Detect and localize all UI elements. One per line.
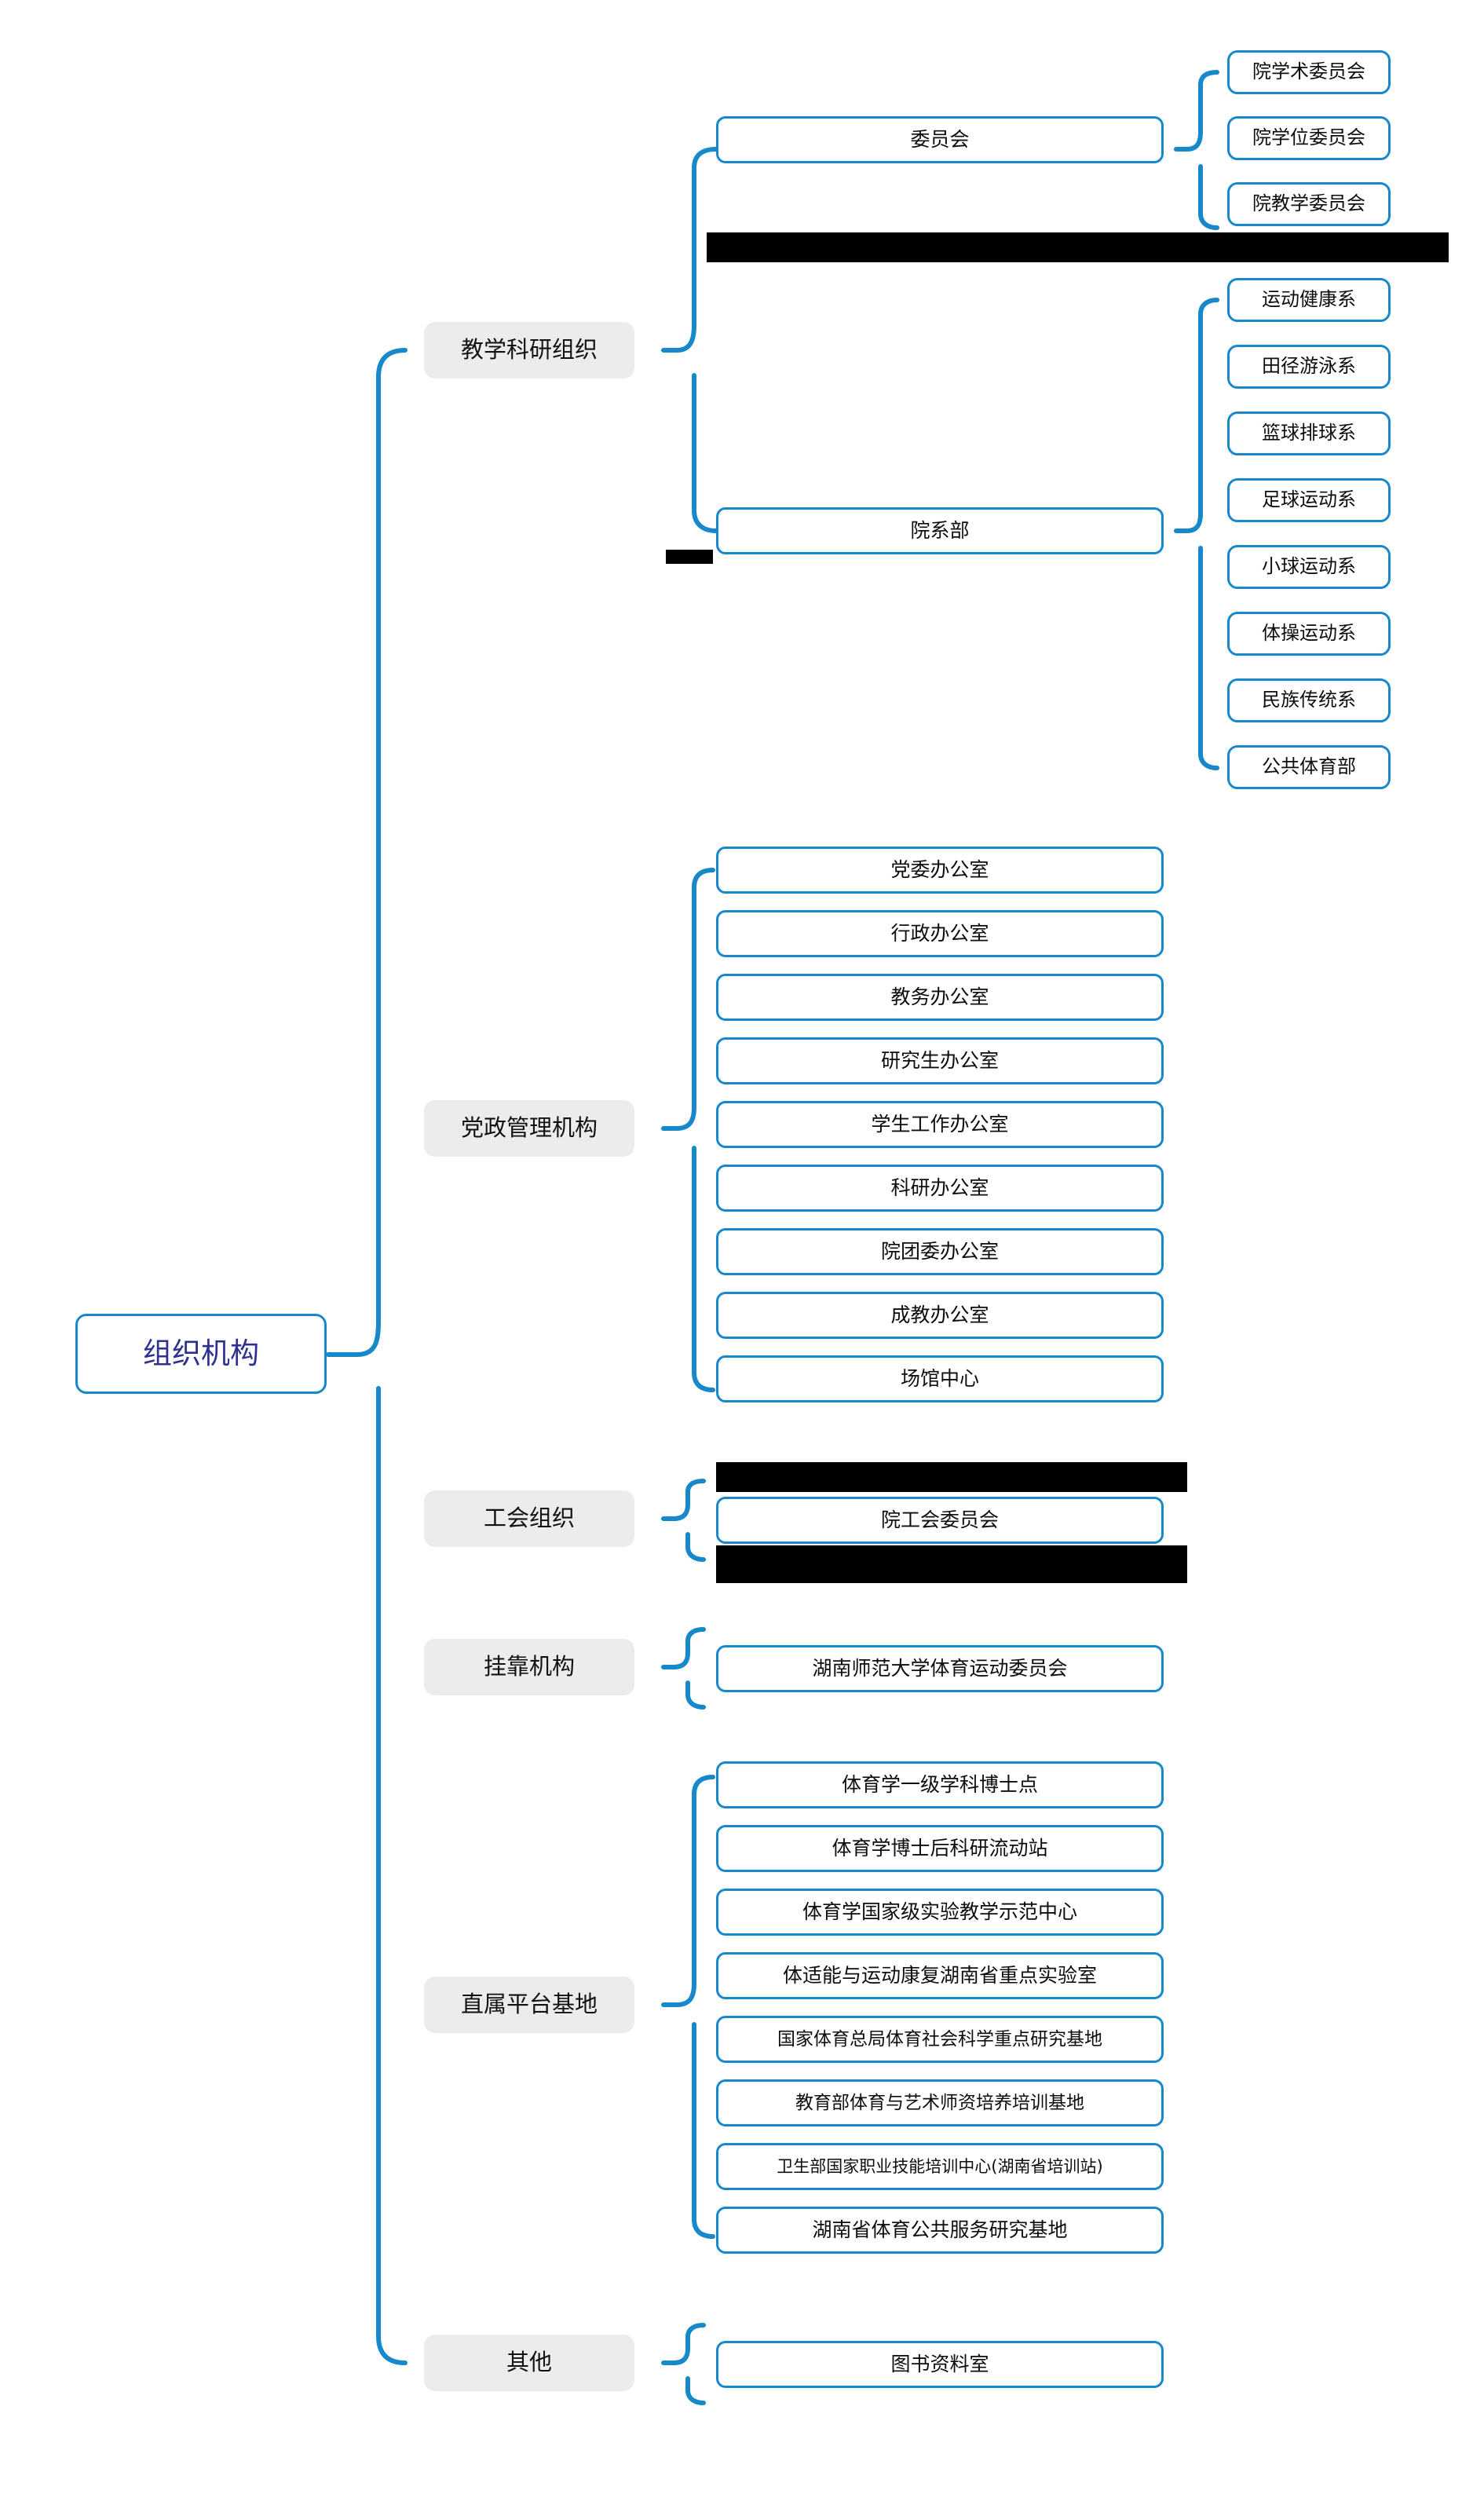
branch-label: 其他 bbox=[506, 2349, 552, 2376]
node-label: 教务办公室 bbox=[890, 985, 989, 1008]
node-label: 体育学博士后科研流动站 bbox=[832, 1836, 1048, 1860]
node-label: 民族传统系 bbox=[1262, 689, 1356, 711]
node-graduate-office[interactable]: 研究生办公室 bbox=[716, 1037, 1164, 1084]
node-sport-science-phd[interactable]: 体育学一级学科博士点 bbox=[716, 1761, 1164, 1808]
node-national-demo-center[interactable]: 体育学国家级实验教学示范中心 bbox=[716, 1889, 1164, 1936]
node-academic-affairs-office[interactable]: 教务办公室 bbox=[716, 974, 1164, 1021]
branch-label: 直属平台基地 bbox=[460, 1991, 598, 2018]
node-label: 科研办公室 bbox=[890, 1176, 989, 1199]
node-label: 行政办公室 bbox=[890, 921, 989, 945]
node-label: 公共体育部 bbox=[1262, 755, 1356, 778]
node-academic-committee[interactable]: 院学术委员会 bbox=[1227, 50, 1391, 94]
node-dept-public-pe[interactable]: 公共体育部 bbox=[1227, 745, 1391, 789]
node-student-affairs-office[interactable]: 学生工作办公室 bbox=[716, 1101, 1164, 1148]
node-label: 成教办公室 bbox=[890, 1303, 989, 1326]
node-dept-gymnastics[interactable]: 体操运动系 bbox=[1227, 612, 1391, 656]
node-label: 院学术委员会 bbox=[1252, 60, 1365, 83]
redaction-bar-departments-small bbox=[666, 550, 713, 564]
branch-label: 党政管理机构 bbox=[460, 1114, 598, 1142]
node-degree-committee[interactable]: 院学位委员会 bbox=[1227, 116, 1391, 160]
node-label: 院工会委员会 bbox=[880, 1508, 999, 1531]
branch-node-other[interactable]: 其他 bbox=[424, 2335, 634, 2391]
node-label: 运动健康系 bbox=[1262, 288, 1356, 311]
branch-label: 工会组织 bbox=[483, 1505, 575, 1532]
branch-node-teaching-research[interactable]: 教学科研组织 bbox=[424, 322, 634, 378]
branch-label: 挂靠机构 bbox=[483, 1653, 575, 1680]
node-label: 院教学委员会 bbox=[1252, 192, 1365, 215]
node-union-committee[interactable]: 院工会委员会 bbox=[716, 1497, 1164, 1544]
node-label: 国家体育总局体育社会科学重点研究基地 bbox=[777, 2028, 1102, 2050]
branch-node-platforms[interactable]: 直属平台基地 bbox=[424, 1977, 634, 2033]
node-label: 体育学一级学科博士点 bbox=[841, 1772, 1038, 1796]
node-sports-social-science-base[interactable]: 国家体育总局体育社会科学重点研究基地 bbox=[716, 2016, 1164, 2063]
node-label: 小球运动系 bbox=[1262, 555, 1356, 578]
node-venue-center[interactable]: 场馆中心 bbox=[716, 1355, 1164, 1402]
node-vocational-skill-center[interactable]: 卫生部国家职业技能培训中心(湖南省培训站) bbox=[716, 2143, 1164, 2190]
branch-node-affiliated[interactable]: 挂靠机构 bbox=[424, 1639, 634, 1695]
node-label: 院系部 bbox=[910, 518, 970, 542]
node-label: 田径游泳系 bbox=[1262, 355, 1356, 378]
node-postdoctoral-station[interactable]: 体育学博士后科研流动站 bbox=[716, 1825, 1164, 1872]
node-label: 委员会 bbox=[910, 127, 970, 151]
node-dept-small-ball[interactable]: 小球运动系 bbox=[1227, 545, 1391, 589]
node-dept-athletics-swimming[interactable]: 田径游泳系 bbox=[1227, 345, 1391, 389]
node-hunan-normal-sports-committee[interactable]: 湖南师范大学体育运动委员会 bbox=[716, 1645, 1164, 1692]
branch-node-party-admin[interactable]: 党政管理机构 bbox=[424, 1100, 634, 1157]
node-label: 院团委办公室 bbox=[880, 1239, 999, 1263]
node-label: 湖南师范大学体育运动委员会 bbox=[812, 1656, 1068, 1680]
node-public-service-research-base[interactable]: 湖南省体育公共服务研究基地 bbox=[716, 2207, 1164, 2254]
node-label: 院学位委员会 bbox=[1252, 126, 1365, 149]
node-label: 场馆中心 bbox=[900, 1366, 979, 1390]
node-label: 图书资料室 bbox=[890, 2352, 989, 2375]
node-label: 卫生部国家职业技能培训中心(湖南省培训站) bbox=[777, 2156, 1103, 2176]
node-teacher-training-base[interactable]: 教育部体育与艺术师资培养培训基地 bbox=[716, 2079, 1164, 2126]
node-label: 足球运动系 bbox=[1262, 488, 1356, 511]
node-label: 体适能与运动康复湖南省重点实验室 bbox=[782, 1963, 1097, 1987]
node-dept-ethnic-traditional[interactable]: 民族传统系 bbox=[1227, 678, 1391, 722]
node-administrative-office[interactable]: 行政办公室 bbox=[716, 910, 1164, 957]
node-label: 体育学国家级实验教学示范中心 bbox=[802, 1900, 1077, 1923]
root-node-label: 组织机构 bbox=[143, 1336, 259, 1370]
node-label: 研究生办公室 bbox=[880, 1048, 999, 1072]
node-label: 学生工作办公室 bbox=[871, 1112, 1009, 1135]
node-label: 湖南省体育公共服务研究基地 bbox=[812, 2218, 1068, 2241]
redaction-bar-union-above bbox=[716, 1462, 1187, 1492]
node-continuing-education-office[interactable]: 成教办公室 bbox=[716, 1292, 1164, 1339]
node-departments[interactable]: 院系部 bbox=[716, 507, 1164, 554]
redaction-bar-top-committees bbox=[707, 232, 1449, 262]
node-research-office[interactable]: 科研办公室 bbox=[716, 1165, 1164, 1212]
node-dept-football[interactable]: 足球运动系 bbox=[1227, 478, 1391, 522]
node-party-committee-office[interactable]: 党委办公室 bbox=[716, 847, 1164, 894]
node-dept-sports-health[interactable]: 运动健康系 bbox=[1227, 278, 1391, 322]
node-dept-basketball-volleyball[interactable]: 篮球排球系 bbox=[1227, 411, 1391, 455]
node-library-reading-room[interactable]: 图书资料室 bbox=[716, 2341, 1164, 2388]
node-fitness-rehab-lab[interactable]: 体适能与运动康复湖南省重点实验室 bbox=[716, 1952, 1164, 1999]
node-label: 教育部体育与艺术师资培养培训基地 bbox=[795, 2092, 1084, 2113]
branch-node-union[interactable]: 工会组织 bbox=[424, 1490, 634, 1547]
redaction-bar-union-below bbox=[716, 1545, 1187, 1583]
node-label: 体操运动系 bbox=[1262, 622, 1356, 645]
node-youth-league-office[interactable]: 院团委办公室 bbox=[716, 1228, 1164, 1275]
node-teaching-committee[interactable]: 院教学委员会 bbox=[1227, 182, 1391, 226]
branch-label: 教学科研组织 bbox=[460, 336, 598, 364]
node-committees[interactable]: 委员会 bbox=[716, 116, 1164, 163]
root-node-organization[interactable]: 组织机构 bbox=[75, 1314, 327, 1394]
node-label: 党委办公室 bbox=[890, 858, 989, 881]
node-label: 篮球排球系 bbox=[1262, 422, 1356, 444]
